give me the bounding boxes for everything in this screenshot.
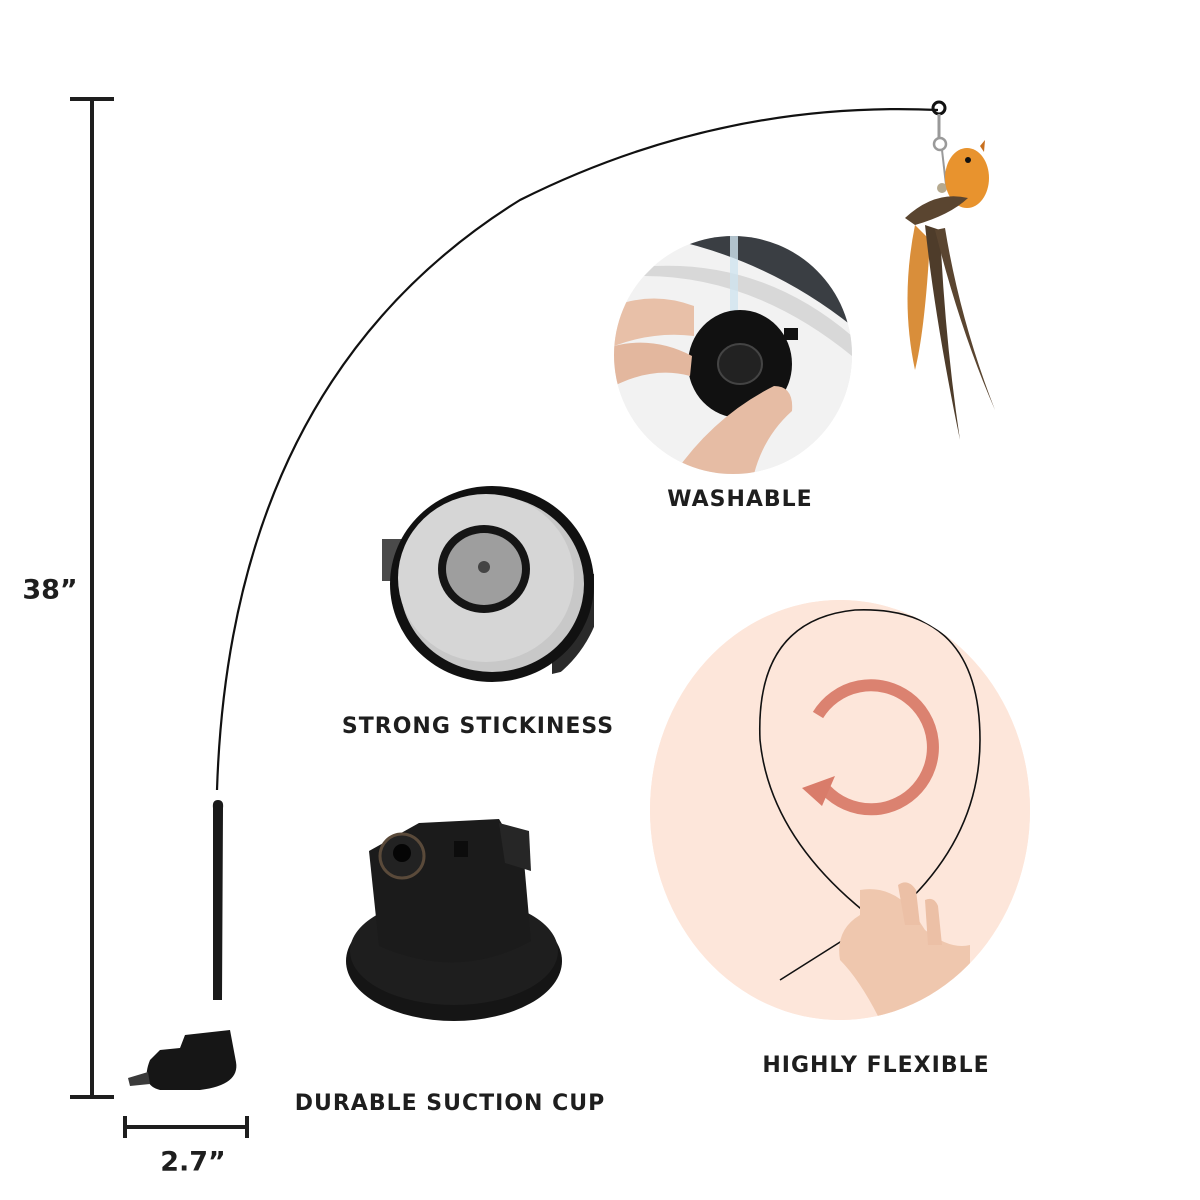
feature-label-strong-stickiness: STRONG STICKINESS <box>341 714 615 739</box>
wand-grip <box>212 800 224 1000</box>
washable-photo <box>614 236 852 474</box>
wand-base-icon <box>146 1030 237 1090</box>
feature-label-highly-flexible: HIGHLY FLEXIBLE <box>762 1053 990 1078</box>
suction-cup-photo <box>309 771 591 1053</box>
height-label: 38” <box>22 574 78 606</box>
stickiness-photo <box>356 454 604 702</box>
flexible-photo <box>650 600 1030 1020</box>
bird-toy-icon <box>945 148 989 208</box>
feature-label-durable-suction-cup: DURABLE SUCTION CUP <box>294 1091 606 1116</box>
width-label: 2.7” <box>160 1146 226 1178</box>
feature-label-washable: WASHABLE <box>667 487 813 512</box>
wand-wire <box>215 107 939 791</box>
